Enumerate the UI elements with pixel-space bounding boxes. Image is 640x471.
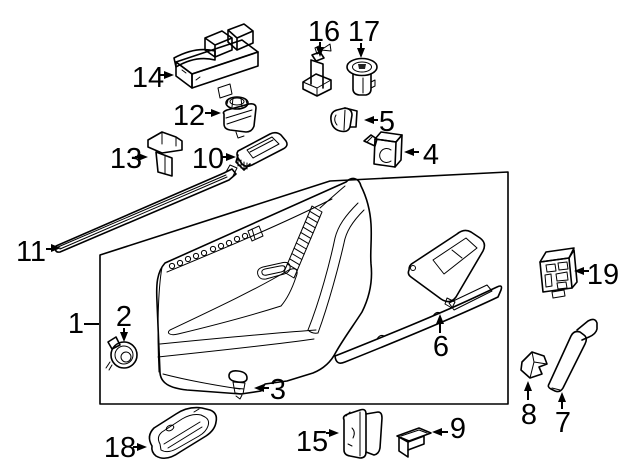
callout-arrowhead-4 xyxy=(404,148,414,156)
callout-label-13[interactable]: 13 xyxy=(110,143,142,175)
callout-label-19[interactable]: 19 xyxy=(587,259,619,291)
callout-labels: 1 2 3 4 5 6 7 8 9 10 11 12 13 14 15 16 1… xyxy=(16,16,619,464)
callout-arrowhead-15 xyxy=(329,429,339,437)
callout-label-1[interactable]: 1 xyxy=(68,308,84,340)
callout-label-10[interactable]: 10 xyxy=(192,143,224,175)
callout-label-15[interactable]: 15 xyxy=(296,426,328,458)
callout-label-5[interactable]: 5 xyxy=(379,106,395,138)
part-2-grommet-illustration xyxy=(105,336,138,371)
callout-label-17[interactable]: 17 xyxy=(348,16,380,48)
callout-label-8[interactable]: 8 xyxy=(521,399,537,431)
callout-label-2[interactable]: 2 xyxy=(116,301,132,333)
part-3-push-clip-illustration xyxy=(228,370,248,400)
callout-label-3[interactable]: 3 xyxy=(270,374,286,406)
callout-arrowhead-7 xyxy=(558,392,566,402)
callout-label-9[interactable]: 9 xyxy=(450,413,466,445)
callout-arrowhead-17 xyxy=(357,48,365,58)
callout-label-11[interactable]: 11 xyxy=(16,236,46,268)
panel-bounding-box xyxy=(99,171,509,405)
part-5-clip-illustration xyxy=(330,107,358,133)
callout-arrowhead-18 xyxy=(137,443,147,451)
part-18-pull-cup-illustration xyxy=(148,406,218,460)
part-14-window-switch-illustration xyxy=(173,23,259,99)
callout-label-14[interactable]: 14 xyxy=(132,62,164,94)
callout-label-7[interactable]: 7 xyxy=(555,407,571,439)
callout-arrowhead-11 xyxy=(51,244,61,252)
door-trim-panel-illustration xyxy=(155,177,373,395)
callout-arrowhead-2 xyxy=(120,332,128,342)
part-4-retainer-illustration xyxy=(363,131,403,168)
part-12-mirror-switch-illustration xyxy=(222,96,257,139)
part-15-switch-module-illustration xyxy=(342,408,383,459)
part-10-switch-bezel-illustration xyxy=(235,131,288,171)
callout-arrowhead-13 xyxy=(138,153,148,161)
part-19-control-module-illustration xyxy=(539,247,578,299)
part-16-lamp-bracket-illustration xyxy=(302,43,332,97)
callout-label-16[interactable]: 16 xyxy=(308,16,340,48)
callout-arrows xyxy=(46,42,589,451)
door-handle-bezel-illustration xyxy=(407,229,486,309)
part-13-switch-blank-illustration xyxy=(147,131,183,177)
callout-arrowhead-8 xyxy=(524,381,532,391)
callout-label-18[interactable]: 18 xyxy=(104,432,136,464)
callout-arrowhead-16 xyxy=(316,47,324,57)
part-17-grommet-illustration xyxy=(346,57,378,96)
callout-arrowhead-3 xyxy=(254,384,264,392)
panel-grab-pillar xyxy=(283,205,323,279)
part-7-trim-blade-illustration xyxy=(547,318,598,393)
callout-arrowhead-9 xyxy=(432,428,442,436)
callout-arrowhead-6 xyxy=(436,314,444,324)
callout-arrowhead-10 xyxy=(226,153,236,161)
callout-arrowhead-14 xyxy=(164,71,174,79)
part-8-clip-illustration xyxy=(520,351,548,379)
callout-label-4[interactable]: 4 xyxy=(423,139,439,171)
callout-arrowhead-12 xyxy=(211,109,221,117)
callout-label-12[interactable]: 12 xyxy=(173,100,205,132)
part-6-trim-strip-illustration xyxy=(334,284,503,364)
callout-arrowhead-19 xyxy=(574,267,584,275)
callout-arrowhead-5 xyxy=(364,116,374,124)
part-9-switch-illustration xyxy=(396,427,432,458)
callout-label-6[interactable]: 6 xyxy=(433,331,449,363)
part-11-belt-molding-illustration xyxy=(54,164,238,253)
panel-rivet-holes xyxy=(168,232,249,270)
